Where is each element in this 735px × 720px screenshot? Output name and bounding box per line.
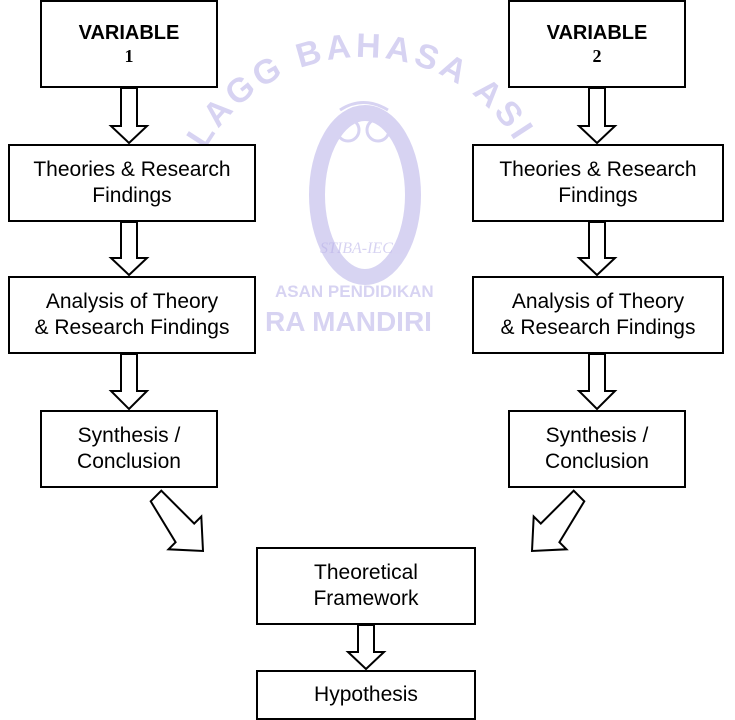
left-analysis-line1: Analysis of Theory [45,290,219,313]
right-theories-line1: Theories & Research [499,158,697,181]
arrow-diagonal-down-left-icon [530,489,586,553]
hypothesis-box: Hypothesis [256,670,476,720]
watermark-lower-text-1: ASAN PENDIDIKAN [275,282,434,301]
variable-1-number: 1 [124,46,134,66]
arrow-down-icon [108,353,150,411]
variable-2-title: VARIABLE [546,22,648,44]
left-theories-line2: Findings [92,184,172,207]
arrow-down-icon [576,353,618,411]
hypothesis-label: Hypothesis [314,683,418,706]
arrow-down-icon [345,624,387,671]
framework-line2: Framework [313,587,419,610]
right-synthesis-line2: Conclusion [545,450,649,473]
right-analysis-line2: & Research Findings [500,316,696,339]
left-analysis-line2: & Research Findings [34,316,230,339]
variable-1-title: VARIABLE [78,22,180,44]
variable-2-number: 2 [592,46,602,66]
variable-2-box: VARIABLE 2 [508,0,686,88]
right-analysis-line1: Analysis of Theory [511,290,685,313]
arrow-diagonal-down-right-icon [149,489,205,553]
right-synthesis-line1: Synthesis / [545,424,649,447]
arrow-down-icon [576,87,618,145]
right-analysis-box: Analysis of Theory & Research Findings [472,276,724,354]
right-theories-box: Theories & Research Findings [472,144,724,222]
owl-emblem-icon [309,105,421,285]
watermark-seal-text: STIBA-IEC [320,240,393,257]
left-synthesis-line2: Conclusion [77,450,181,473]
right-theories-line2: Findings [558,184,638,207]
left-analysis-box: Analysis of Theory & Research Findings [8,276,256,354]
arrow-down-icon [108,221,150,277]
left-synthesis-box: Synthesis / Conclusion [40,410,218,488]
framework-line1: Theoretical [314,561,418,584]
arrow-down-icon [108,87,150,145]
left-synthesis-line1: Synthesis / [77,424,181,447]
watermark-lower-text-2: RA MANDIRI [265,306,432,337]
left-theories-line1: Theories & Research [33,158,231,181]
arrow-down-icon [576,221,618,277]
right-synthesis-box: Synthesis / Conclusion [508,410,686,488]
